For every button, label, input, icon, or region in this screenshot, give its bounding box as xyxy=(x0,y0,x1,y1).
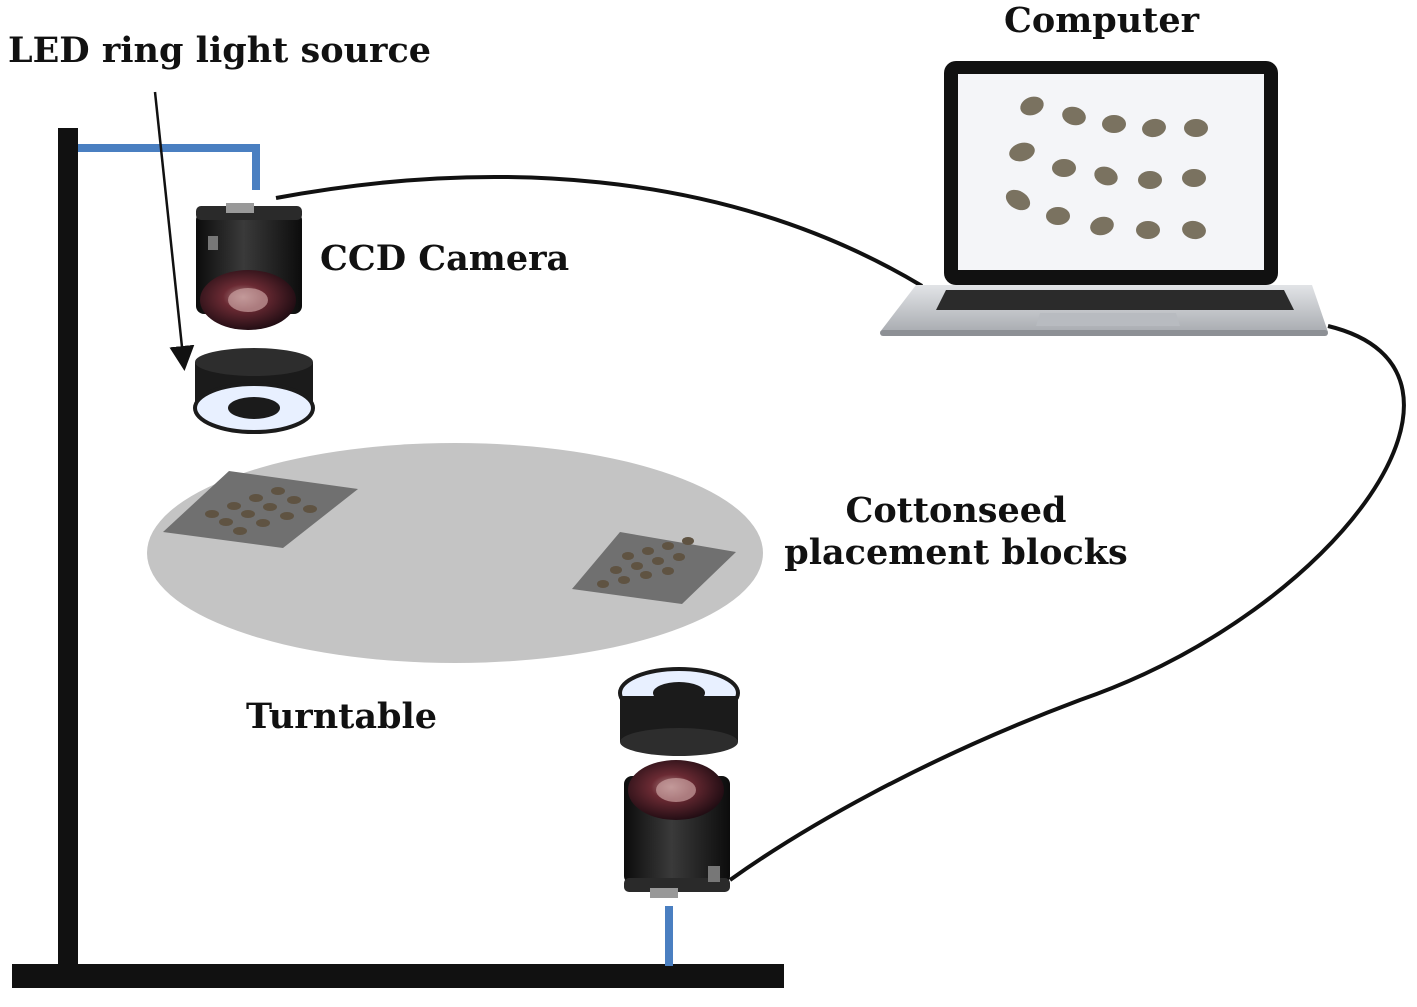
led-ring-icon xyxy=(193,348,315,434)
laptop-icon xyxy=(880,61,1328,336)
cables xyxy=(275,175,1406,882)
ccd-camera-label: CCD Camera xyxy=(320,238,570,279)
placement-block-left xyxy=(163,471,358,548)
laptop-keyboard xyxy=(936,290,1294,310)
placement-block-right xyxy=(572,532,736,604)
frame-vertical-post xyxy=(58,128,78,976)
computer-label: Computer xyxy=(1004,0,1200,41)
cottonseed-label-line1: Cottonseed xyxy=(845,490,1067,531)
frame-stand xyxy=(12,128,784,988)
seeds-left-block xyxy=(205,487,317,535)
led-ring-light-label: LED ring light source xyxy=(8,30,432,71)
bottom-camera-cable xyxy=(728,324,1406,882)
cottonseed-label-line2: placement blocks xyxy=(784,532,1128,573)
arrow-icon xyxy=(153,91,195,371)
seeds-right-block xyxy=(597,537,694,588)
frame-base xyxy=(12,964,784,988)
led-ring-icon xyxy=(618,667,740,756)
camera-icon xyxy=(624,760,730,898)
top-mount-arm xyxy=(78,144,260,190)
turntable-label: Turntable xyxy=(246,696,438,737)
turntable xyxy=(147,443,763,663)
laptop-trackpad xyxy=(1036,313,1180,326)
top-camera-cable xyxy=(275,175,924,288)
cottonseed-placement-blocks-label: Cottonseed placement blocks xyxy=(770,490,1142,574)
camera-icon xyxy=(196,203,302,330)
screen-seed-image xyxy=(1005,96,1208,240)
mount-arms xyxy=(78,144,673,966)
